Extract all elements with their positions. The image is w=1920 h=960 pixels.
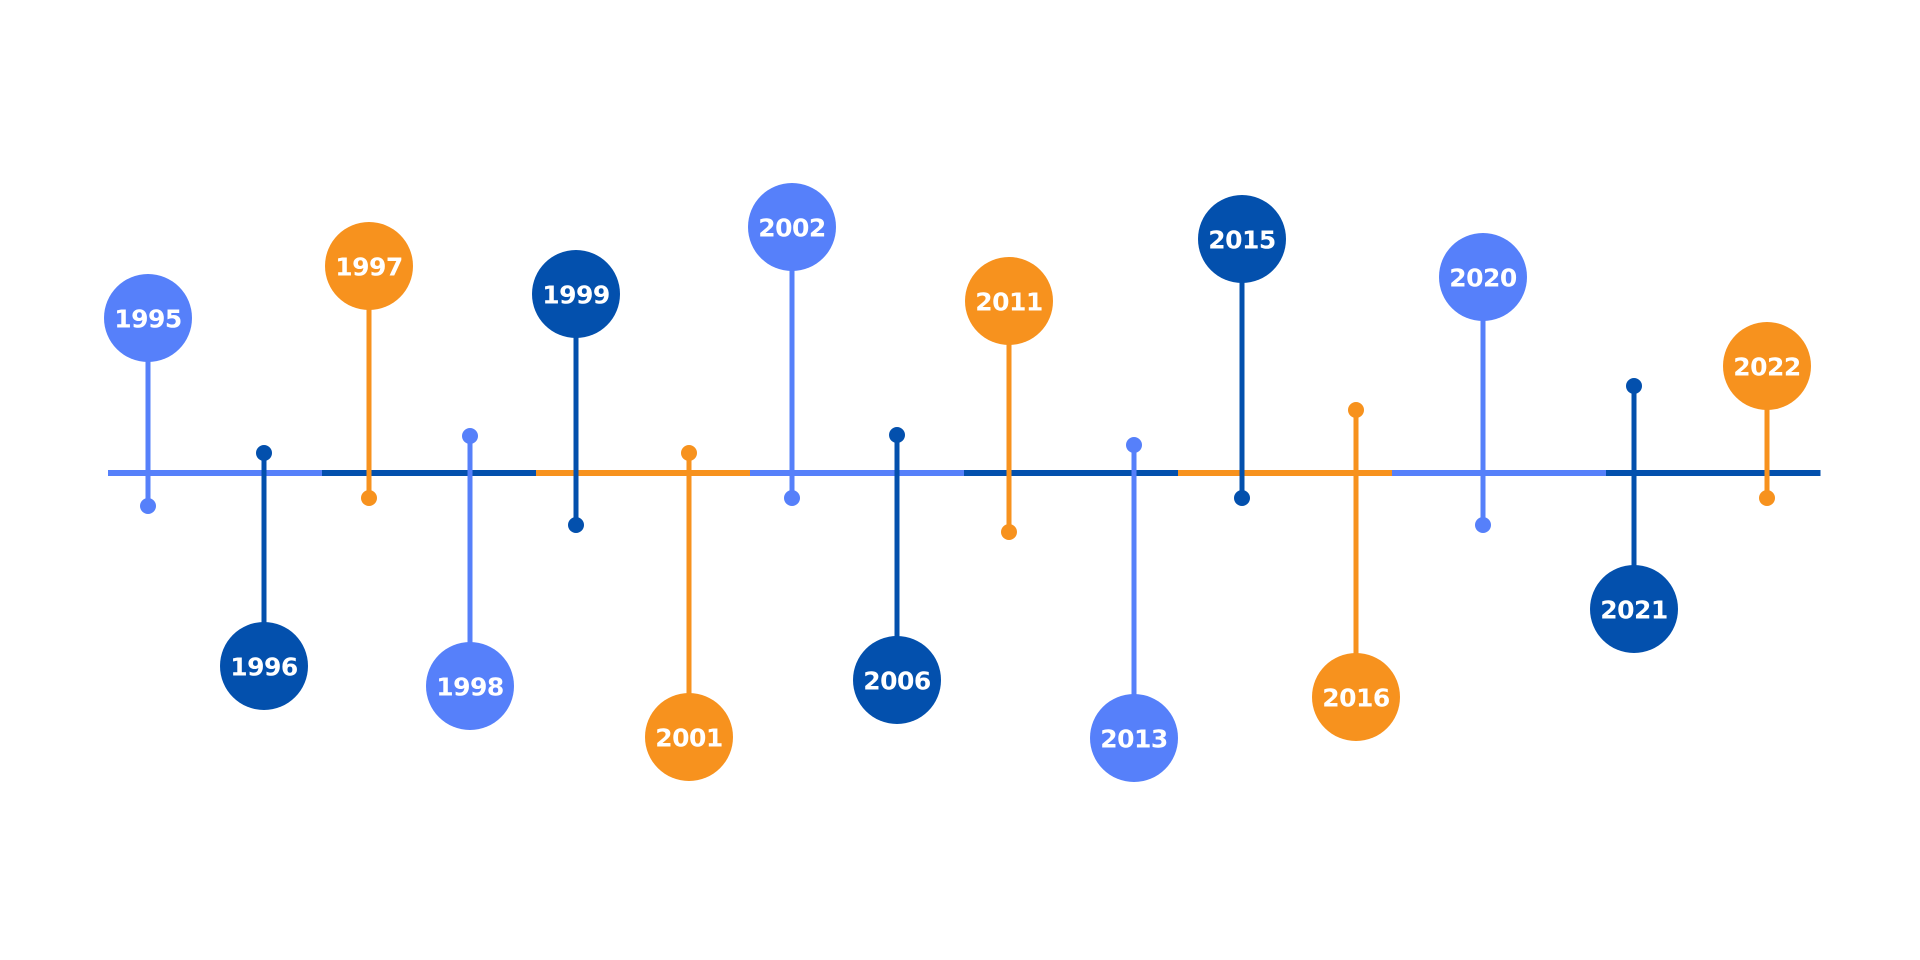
milestone-dot — [1001, 524, 1017, 540]
axis-segment — [536, 470, 751, 476]
milestone-2020: 2020 — [1439, 233, 1527, 533]
milestone-dot — [889, 427, 905, 443]
milestone-year-label: 2001 — [655, 724, 723, 753]
milestone-2006: 2006 — [853, 427, 941, 724]
timeline-milestones: 1995 1996 1997 1998 1999 2001 2002 2006 2011 2013… — [104, 183, 1811, 782]
milestone-year-label: 1998 — [436, 673, 504, 702]
milestone-dot — [1234, 490, 1250, 506]
milestone-1998: 1998 — [426, 428, 514, 730]
milestone-2022: 2022 — [1723, 322, 1811, 506]
milestone-dot — [140, 498, 156, 514]
milestone-1995: 1995 — [104, 274, 192, 514]
milestone-circle — [853, 636, 941, 724]
milestone-year-label: 1999 — [542, 281, 610, 310]
milestone-circle — [1090, 694, 1178, 782]
milestone-dot — [1348, 402, 1364, 418]
milestone-circle — [220, 622, 308, 710]
milestone-year-label: 2020 — [1449, 264, 1517, 293]
milestone-dot — [256, 445, 272, 461]
milestone-circle — [325, 222, 413, 310]
milestone-dot — [1126, 437, 1142, 453]
milestone-year-label: 2021 — [1600, 596, 1668, 625]
milestone-circle — [748, 183, 836, 271]
milestone-1996: 1996 — [220, 445, 308, 710]
milestone-circle — [1439, 233, 1527, 321]
milestone-dot — [1759, 490, 1775, 506]
timeline-axis — [108, 470, 1821, 476]
milestone-year-label: 2013 — [1100, 725, 1168, 754]
milestone-year-label: 1995 — [114, 305, 182, 334]
milestone-2001: 2001 — [645, 445, 733, 781]
axis-segment — [108, 470, 323, 476]
milestone-dot — [568, 517, 584, 533]
milestone-circle — [1590, 565, 1678, 653]
milestone-circle — [1198, 195, 1286, 283]
milestone-year-label: 2022 — [1733, 353, 1801, 382]
milestone-2016: 2016 — [1312, 402, 1400, 741]
milestone-year-label: 2002 — [758, 214, 826, 243]
milestone-dot — [462, 428, 478, 444]
milestone-2002: 2002 — [748, 183, 836, 506]
axis-segment — [1178, 470, 1393, 476]
milestone-year-label: 2016 — [1322, 684, 1390, 713]
milestone-year-label: 1997 — [335, 253, 403, 282]
axis-segment — [322, 470, 537, 476]
milestone-2013: 2013 — [1090, 437, 1178, 782]
milestone-circle — [104, 274, 192, 362]
milestone-dot — [1475, 517, 1491, 533]
axis-segment — [1392, 470, 1607, 476]
milestone-dot — [361, 490, 377, 506]
milestone-2021: 2021 — [1590, 378, 1678, 653]
milestone-circle — [645, 693, 733, 781]
milestone-circle — [532, 250, 620, 338]
axis-segment — [964, 470, 1179, 476]
milestone-year-label: 2006 — [863, 667, 931, 696]
milestone-circle — [426, 642, 514, 730]
milestone-2011: 2011 — [965, 257, 1053, 540]
milestone-1997: 1997 — [325, 222, 413, 506]
milestone-circle — [1723, 322, 1811, 410]
milestone-circle — [1312, 653, 1400, 741]
milestone-circle — [965, 257, 1053, 345]
milestone-dot — [1626, 378, 1642, 394]
milestone-year-label: 1996 — [230, 653, 298, 682]
milestone-year-label: 2015 — [1208, 226, 1276, 255]
milestone-dot — [681, 445, 697, 461]
milestone-year-label: 2011 — [975, 288, 1043, 317]
milestone-2015: 2015 — [1198, 195, 1286, 506]
axis-segment — [1606, 470, 1821, 476]
milestone-dot — [784, 490, 800, 506]
milestone-1999: 1999 — [532, 250, 620, 533]
axis-segment — [750, 470, 965, 476]
